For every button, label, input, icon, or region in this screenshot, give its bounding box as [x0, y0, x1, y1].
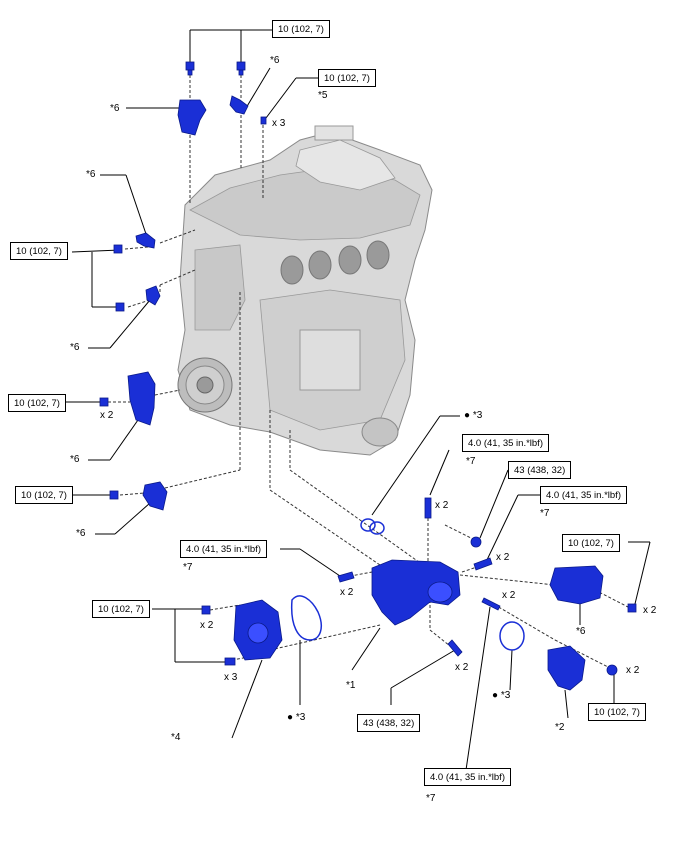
thermostat-housing	[547, 645, 586, 691]
quantity-label: x 2	[496, 552, 510, 563]
water-inlet-housing	[371, 559, 461, 626]
torque-spec-3: 10 (102, 7)	[10, 242, 68, 260]
torque-spec-1: 10 (102, 7)	[272, 20, 330, 38]
note-7: *7	[426, 793, 436, 804]
note-7: *7	[183, 562, 193, 573]
note-6: *6	[70, 342, 80, 353]
note-6: *6	[70, 454, 80, 465]
torque-spec-9: 4.0 (41, 35 in.*lbf)	[180, 540, 267, 558]
note-3: ● *3	[287, 712, 306, 723]
note-6: *6	[76, 528, 86, 539]
note-7: *7	[540, 508, 550, 519]
note-6: *6	[270, 55, 280, 66]
torque-spec-13: 10 (102, 7)	[588, 703, 646, 721]
torque-spec-11: 10 (102, 7)	[92, 600, 150, 618]
gasket-pump	[290, 595, 322, 641]
bracket-3	[135, 232, 156, 249]
note-7: *7	[466, 456, 476, 467]
engine-block	[177, 125, 433, 456]
bracket-6	[142, 481, 168, 511]
torque-spec-5: 10 (102, 7)	[15, 486, 73, 504]
bracket-5	[127, 371, 156, 426]
note-6: *6	[86, 169, 96, 180]
bracket-4	[145, 285, 161, 306]
quantity-label: x 2	[502, 590, 516, 601]
quantity-label: x 3	[272, 118, 286, 129]
note-6: *6	[576, 626, 586, 637]
torque-spec-2: 10 (102, 7)	[318, 69, 376, 87]
torque-spec-8: 4.0 (41, 35 in.*lbf)	[540, 486, 627, 504]
quantity-label: x 3	[224, 672, 238, 683]
quantity-label: x 2	[455, 662, 469, 673]
torque-spec-4: 10 (102, 7)	[8, 394, 66, 412]
torque-spec-10: 10 (102, 7)	[562, 534, 620, 552]
torque-spec-14: 4.0 (41, 35 in.*lbf)	[424, 768, 511, 786]
torque-spec-12: 43 (438, 32)	[357, 714, 421, 732]
note-3: ● *3	[492, 690, 511, 701]
bracket-7	[549, 565, 604, 605]
quantity-label: x 2	[100, 410, 114, 421]
bracket-2	[229, 95, 249, 115]
quantity-label: x 2	[340, 587, 354, 598]
bracket-1	[177, 99, 207, 136]
quantity-label: x 2	[643, 605, 657, 616]
quantity-label: x 2	[200, 620, 214, 631]
note-6: *6	[110, 103, 120, 114]
note-4: *4	[171, 732, 181, 743]
quantity-label: x 2	[435, 500, 449, 511]
note-1: *1	[346, 680, 356, 691]
note-3: ● *3	[464, 410, 483, 421]
quantity-label: x 2	[626, 665, 640, 676]
note-5: *5	[318, 90, 328, 101]
note-2: *2	[555, 722, 565, 733]
torque-spec-6: 4.0 (41, 35 in.*lbf)	[462, 434, 549, 452]
torque-spec-7: 43 (438, 32)	[508, 461, 572, 479]
